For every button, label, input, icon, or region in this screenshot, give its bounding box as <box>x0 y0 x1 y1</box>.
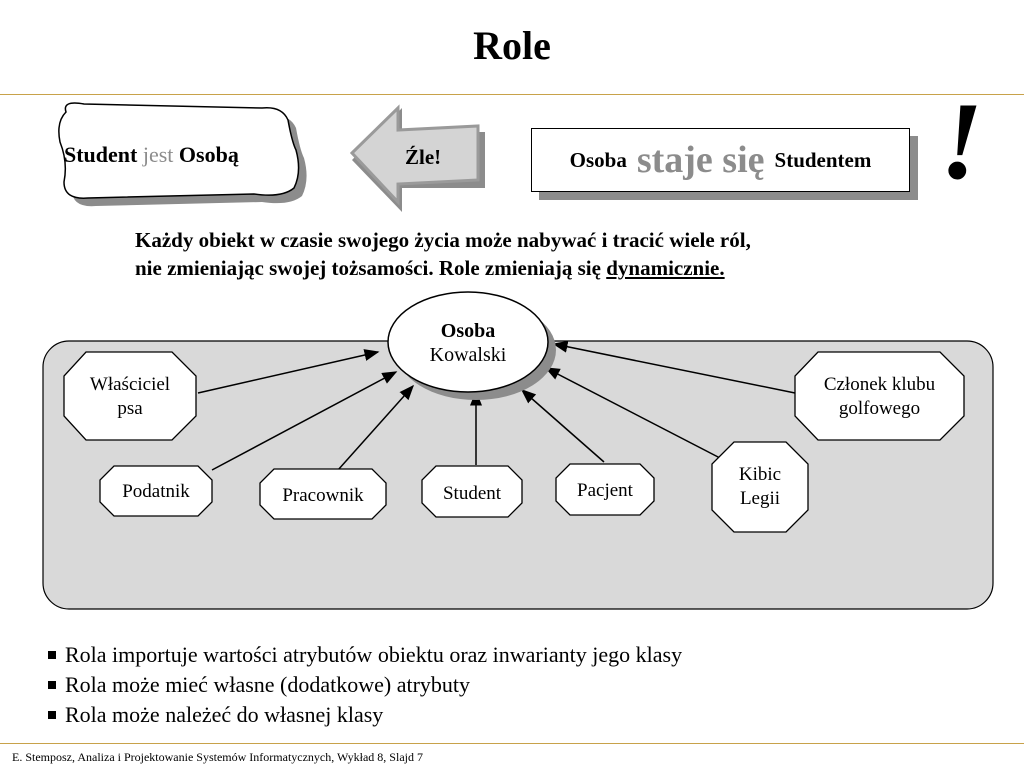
arrow-kibic <box>544 367 721 459</box>
center-line-1: Osoba <box>440 320 496 342</box>
description: Każdy obiekt w czasie swojego życia może… <box>135 226 935 282</box>
bullet-item: Rola importuje wartości atrybutów obiekt… <box>48 640 682 670</box>
right-statement-box <box>531 128 910 192</box>
role-label-wlasciciel-2: psa <box>117 398 143 419</box>
exclamation-mark: ! <box>940 80 983 202</box>
wrong-arrow <box>349 104 485 212</box>
wrong-part-object: Osobą <box>178 142 239 167</box>
arrow-wlasciciel <box>197 349 380 394</box>
center-ellipse <box>387 291 549 393</box>
role-label-podatnik: Podatnik <box>122 481 190 502</box>
role-label-kibic-1: Kibic <box>738 464 782 485</box>
right-part-object: Studentem <box>774 147 872 172</box>
wrong-part-verb: jest <box>142 142 174 167</box>
bullet-item: Rola może mieć własne (dodatkowe) atrybu… <box>48 670 682 700</box>
arrow-pacjent <box>520 389 605 463</box>
role-node-wlasciciel <box>63 351 197 441</box>
role-label-czlonek-1: Członek klubu <box>823 374 936 395</box>
right-part-verb: staje się <box>636 139 765 181</box>
arrow-label: Źle! <box>405 145 442 169</box>
bullet-item: Rola może należeć do własnej klasy <box>48 700 682 730</box>
square-bullet-icon <box>48 711 56 719</box>
square-bullet-icon <box>48 651 56 659</box>
right-statement: Osoba staje się Studentem <box>531 128 910 192</box>
role-label-wlasciciel: Właściciel psa <box>64 372 196 422</box>
description-emphasis: dynamicznie. <box>606 256 725 280</box>
arrow-czlonek <box>552 340 796 394</box>
description-line-2-text: nie zmieniając swojej tożsamości. Role z… <box>135 256 607 280</box>
role-label-pacjent: Pacjent <box>577 480 633 501</box>
role-label-czlonek-2: golfowego <box>838 398 921 419</box>
role-label-wlasciciel-1: Właściciel <box>89 374 171 395</box>
center-line-2: Kowalski <box>429 344 507 366</box>
bottom-rule <box>0 743 1024 744</box>
center-node-label: Osoba Kowalski <box>388 318 548 368</box>
role-node-student <box>421 465 523 518</box>
arrow-pracownik <box>337 384 414 471</box>
wrong-part-subject: Student <box>64 142 138 167</box>
arrow-podatnik <box>211 371 398 471</box>
role-label-student: Student <box>442 483 502 504</box>
wrong-box <box>58 102 300 199</box>
slide-title: Role <box>473 23 551 68</box>
wrong-statement: Student jest Osobą <box>64 142 294 168</box>
role-label-czlonek: Członek klubu golfowego <box>795 372 964 422</box>
description-line-2: nie zmieniając swojej tożsamości. Role z… <box>135 254 935 282</box>
role-node-kibic <box>711 441 809 533</box>
bullet-text: Rola może mieć własne (dodatkowe) atrybu… <box>65 672 471 697</box>
role-node-podatnik <box>99 465 213 517</box>
role-node-czlonek <box>794 351 965 441</box>
description-line-1: Każdy obiekt w czasie swojego życia może… <box>135 228 751 252</box>
footer: E. Stemposz, Analiza i Projektowanie Sys… <box>12 750 423 764</box>
square-bullet-icon <box>48 681 56 689</box>
role-node-pacjent <box>555 463 655 516</box>
top-rule <box>0 94 1024 95</box>
bullet-text: Rola może należeć do własnej klasy <box>65 702 384 727</box>
bullet-list: Rola importuje wartości atrybutów obiekt… <box>48 640 682 730</box>
role-node-pracownik <box>259 468 387 520</box>
bullet-text: Rola importuje wartości atrybutów obiekt… <box>65 642 683 667</box>
right-part-subject: Osoba <box>569 147 627 172</box>
role-label-pracownik: Pracownik <box>282 485 364 506</box>
role-label-kibic-2: Legii <box>739 488 781 509</box>
role-label-kibic: Kibic Legii <box>712 462 808 512</box>
